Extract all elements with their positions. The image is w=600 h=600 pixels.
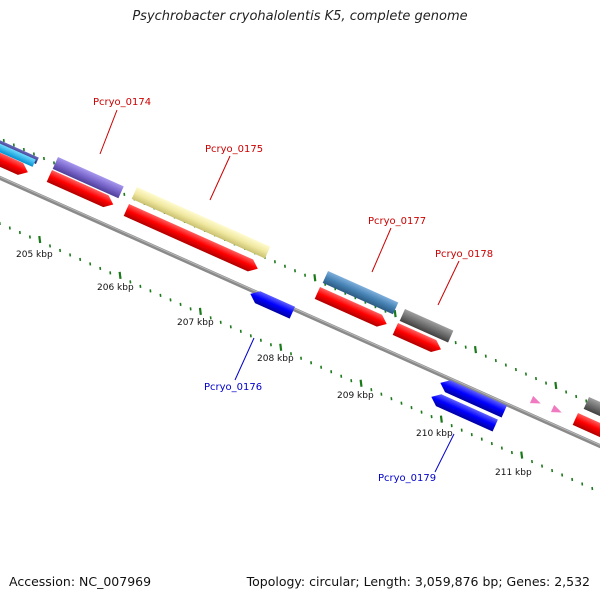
- tick-mark-outer: [393, 310, 397, 318]
- feature-steelblue-0177[interactable]: [322, 271, 399, 315]
- gene-label-0177[interactable]: Pcryo_0177: [368, 216, 426, 227]
- tick-mark-inner: [359, 379, 363, 387]
- gene-label-0175[interactable]: Pcryo_0175: [205, 144, 263, 155]
- kbp-label-206: 206 kbp: [97, 283, 134, 293]
- cds-forward-0178[interactable]: [392, 323, 444, 355]
- tick-mark-outer: [554, 381, 558, 390]
- kbp-label-208: 208 kbp: [257, 354, 294, 364]
- topology-text: Topology: circular; Length: 3,059,876 bp…: [246, 574, 590, 589]
- tick-mark-inner: [439, 415, 443, 423]
- leader-0174: [99, 109, 118, 155]
- cds-forward-0174[interactable]: [46, 170, 116, 210]
- accession-text: Accession: NC_007969: [9, 574, 152, 589]
- cds-forward-0177[interactable]: [314, 287, 390, 330]
- tick-mark-outer: [473, 345, 478, 354]
- kbp-label-210: 210 kbp: [416, 429, 453, 439]
- gene-label-0174[interactable]: Pcryo_0174: [93, 97, 151, 108]
- kbp-label-207: 207 kbp: [177, 318, 214, 328]
- feature-gray-right[interactable]: [583, 397, 600, 426]
- leader-0178: [437, 260, 460, 306]
- feature-gray-0178[interactable]: [399, 309, 454, 343]
- cds-forward-right[interactable]: [572, 413, 600, 444]
- leader-0176: [234, 337, 255, 381]
- gene-label-0179[interactable]: Pcryo_0179: [378, 473, 436, 484]
- feature-pink-2[interactable]: [550, 404, 563, 416]
- tick-mark-inner: [198, 307, 202, 315]
- tick-mark-inner: [520, 451, 524, 459]
- leader-0179: [434, 433, 455, 473]
- kbp-label-209: 209 kbp: [337, 391, 374, 401]
- tick-mark-inner: [279, 343, 283, 351]
- cds-reverse-0176[interactable]: [248, 288, 295, 319]
- feature-yellow-0175[interactable]: [131, 187, 271, 259]
- genome-backbone: [0, 175, 600, 449]
- feature-cyan-left[interactable]: [0, 140, 36, 167]
- tick-mark-inner: [118, 271, 122, 280]
- cds-forward-0175[interactable]: [123, 204, 261, 275]
- feature-purple-0174[interactable]: [52, 157, 124, 199]
- tick-mark-inner: [38, 235, 42, 244]
- tick-marks-inner: [0, 221, 594, 491]
- kbp-label-205: 205 kbp: [16, 250, 53, 260]
- genome-backbone-highlight: [0, 176, 600, 446]
- feature-pink-1[interactable]: [529, 395, 542, 407]
- cds-forward-left[interactable]: [0, 150, 31, 178]
- gene-label-0176[interactable]: Pcryo_0176: [204, 382, 262, 393]
- map-title: Psychrobacter cryohalolentis K5, complet…: [132, 9, 468, 24]
- gene-label-0178[interactable]: Pcryo_0178: [435, 249, 493, 260]
- cds-reverse-0179-outer[interactable]: [438, 377, 507, 418]
- tick-mark-outer: [313, 274, 317, 282]
- cds-reverse-0179-inner[interactable]: [429, 391, 498, 432]
- kbp-label-211: 211 kbp: [495, 468, 532, 478]
- leader-0175: [209, 155, 231, 201]
- leader-0177: [371, 227, 392, 273]
